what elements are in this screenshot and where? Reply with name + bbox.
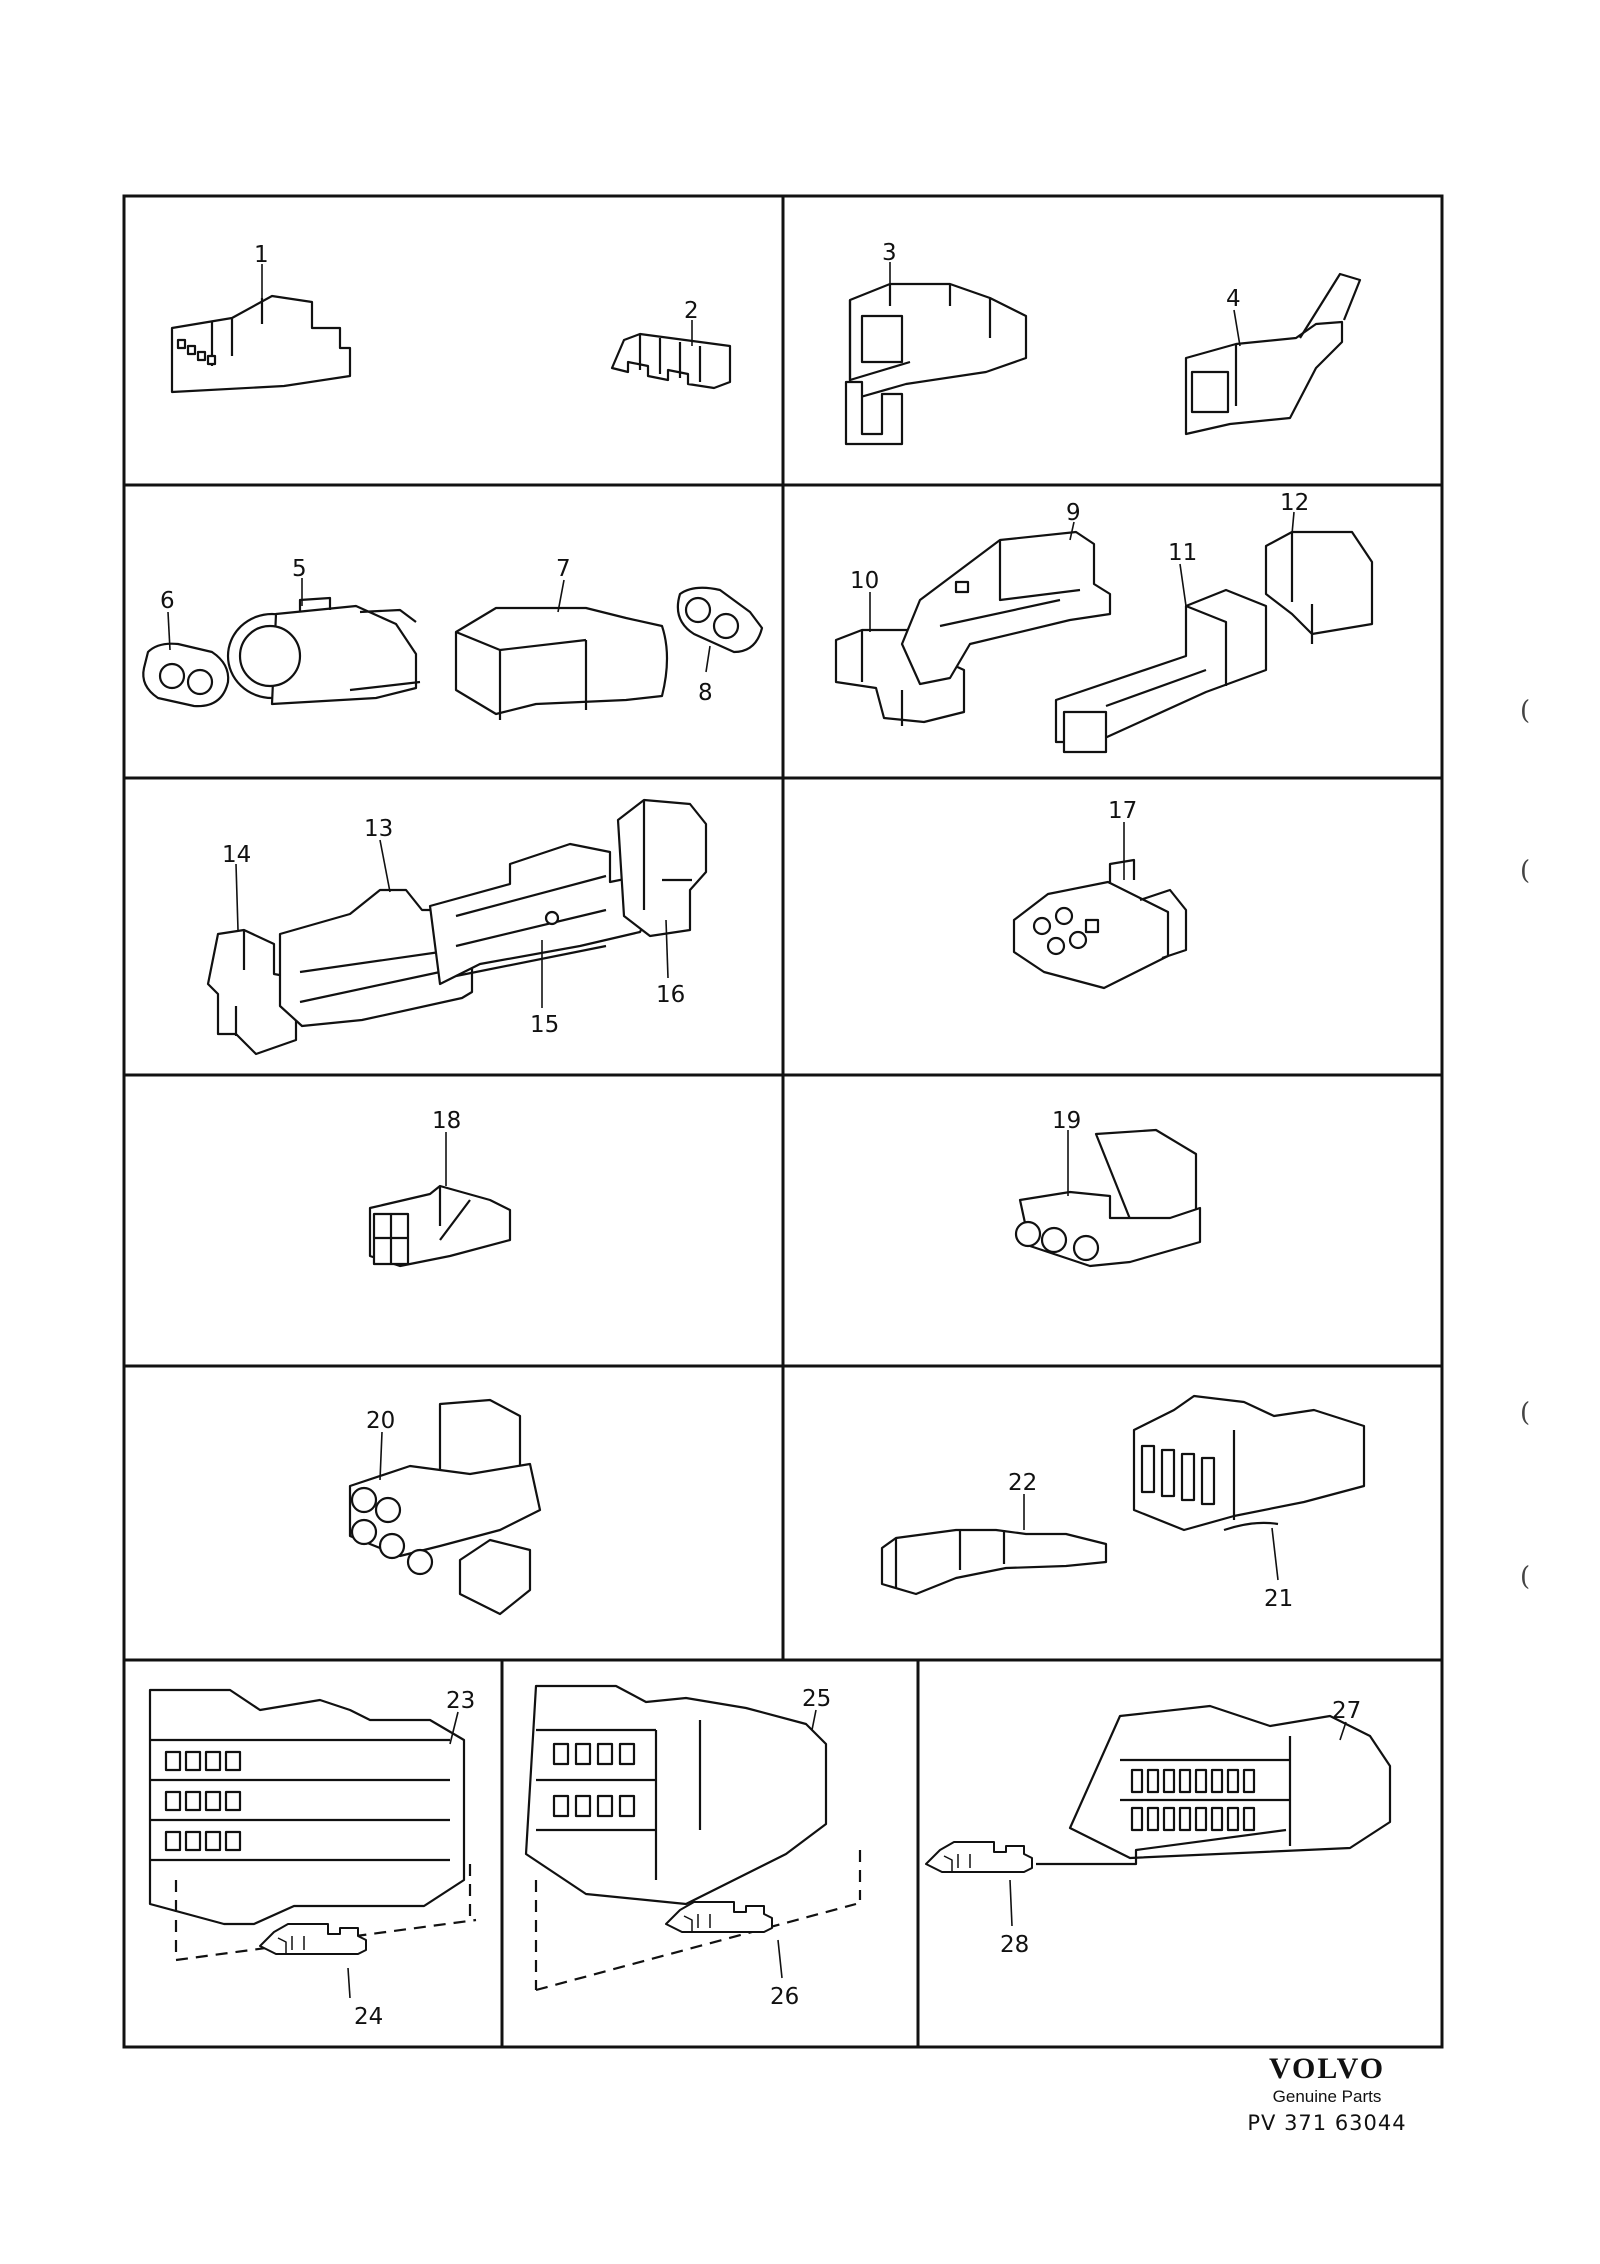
callout-7: 7	[556, 556, 571, 582]
part-11-housing	[1054, 588, 1268, 754]
part-21-housing	[1132, 1394, 1366, 1532]
part-18-connector	[368, 1184, 512, 1268]
callout-10: 10	[850, 568, 879, 594]
callout-13: 13	[364, 816, 393, 842]
part-25-dashed-guide	[534, 1850, 862, 1992]
panel-parts-13-16	[206, 798, 708, 1056]
margin-mark: (	[1520, 856, 1531, 886]
part-9-housing	[900, 530, 1112, 686]
panel-parts-1-2	[170, 294, 732, 394]
callout-24: 24	[354, 2004, 383, 2030]
part-28-guide-line	[1036, 1828, 1287, 1866]
callout-18: 18	[432, 1108, 461, 1134]
callout-22: 22	[1008, 1470, 1037, 1496]
panel-part-19	[1014, 1128, 1202, 1268]
callout-11: 11	[1168, 540, 1197, 566]
part-4-housing	[1184, 272, 1362, 436]
callout-1: 1	[254, 242, 269, 268]
callout-15: 15	[530, 1012, 559, 1038]
part-7-connector	[454, 606, 669, 720]
panel-parts-27-28	[924, 1704, 1392, 1874]
callout-3: 3	[882, 240, 897, 266]
panel-part-17	[1012, 858, 1188, 990]
callout-2: 2	[684, 298, 699, 324]
part-13-housing	[278, 888, 474, 1028]
part-5-connector	[226, 596, 421, 706]
part-22-terminal	[880, 1528, 1108, 1596]
panel-parts-9-12	[834, 530, 1374, 754]
panel-part-18	[368, 1184, 512, 1268]
callout-8: 8	[698, 680, 713, 706]
panel-parts-21-22	[880, 1394, 1366, 1596]
part-17-connector	[1012, 858, 1188, 990]
panel-part-20	[348, 1398, 542, 1616]
part-8-seal	[676, 586, 764, 654]
callout-5: 5	[292, 556, 307, 582]
grid-frame	[122, 194, 1444, 2049]
callout-26: 26	[770, 1984, 799, 2010]
part-3-housing	[844, 282, 1028, 446]
part-2-clip	[610, 332, 732, 390]
margin-mark: (	[1520, 1398, 1531, 1428]
part-27-connector	[1068, 1704, 1392, 1860]
part-23-connector	[148, 1688, 466, 1926]
callout-25: 25	[802, 1686, 831, 1712]
callout-4: 4	[1226, 286, 1241, 312]
part-25-connector	[524, 1684, 828, 1906]
leader-lines	[167, 262, 1347, 1999]
callout-9: 9	[1066, 500, 1081, 526]
part-19-housing	[1014, 1128, 1202, 1268]
brand-tagline: Genuine Parts	[1272, 2087, 1382, 2106]
callout-21: 21	[1264, 1586, 1293, 1612]
part-1-connector	[170, 294, 352, 394]
margin-mark: (	[1520, 1562, 1531, 1592]
brand-block: VOLVO Genuine Parts PV 371 63044	[1232, 2052, 1422, 2137]
part-12-cover	[1264, 530, 1374, 644]
part-26-terminal	[664, 1900, 774, 1934]
callout-6: 6	[160, 588, 175, 614]
part-16-cover	[616, 798, 708, 938]
panel-parts-23-24	[148, 1688, 477, 1962]
part-6-seal	[142, 642, 230, 708]
panel-parts-25-26	[524, 1684, 862, 1992]
callout-19: 19	[1052, 1108, 1081, 1134]
callout-12: 12	[1280, 490, 1309, 516]
callout-27: 27	[1332, 1698, 1361, 1724]
volvo-logo: VOLVO	[1268, 2052, 1386, 2085]
callout-16: 16	[656, 982, 685, 1008]
part-28-terminal	[924, 1840, 1034, 1874]
panel-parts-3-4	[844, 272, 1362, 446]
callout-17: 17	[1108, 798, 1137, 824]
margin-mark: (	[1520, 696, 1531, 726]
part-20-housing	[348, 1398, 542, 1616]
part-14-cover	[206, 928, 298, 1056]
callout-numbers: 1 2 3 4 5 6 7 8 9 10 11 12 13 14 15 16 1…	[160, 240, 1361, 2030]
callout-14: 14	[222, 842, 251, 868]
callout-23: 23	[446, 1688, 475, 1714]
reference-number: PV 371 63044	[1247, 2111, 1407, 2135]
callout-20: 20	[366, 1408, 395, 1434]
callout-28: 28	[1000, 1932, 1029, 1958]
part-24-terminal	[258, 1922, 368, 1956]
part-15-housing	[428, 842, 652, 986]
panel-parts-5-8	[142, 586, 764, 720]
